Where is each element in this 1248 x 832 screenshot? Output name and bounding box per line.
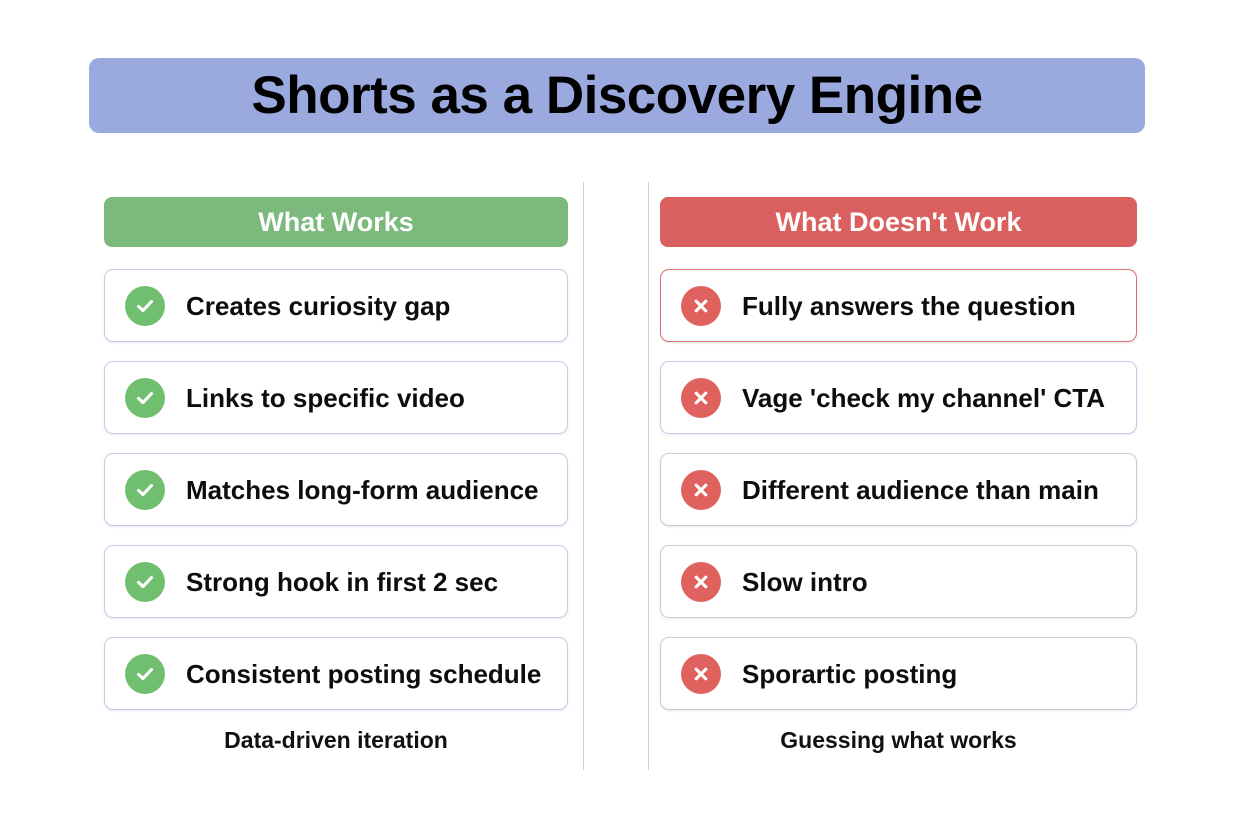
- column-divider-left: [583, 182, 585, 770]
- check-circle-icon: [125, 653, 165, 694]
- list-item-label: Links to specific video: [186, 382, 465, 413]
- item-list-what-works: Creates curiosity gap Links to specific …: [104, 269, 568, 710]
- list-item[interactable]: Fully answers the question: [660, 269, 1137, 342]
- list-item[interactable]: Links to specific video: [104, 361, 568, 434]
- list-item-label: Sporartic posting: [742, 658, 958, 689]
- check-circle-icon: [125, 469, 165, 510]
- check-circle-icon: [125, 561, 165, 602]
- list-item-label: Creates curiosity gap: [186, 290, 451, 321]
- cross-circle-icon: [681, 285, 721, 326]
- cross-circle-icon: [681, 653, 721, 694]
- list-item-label: Fully answers the question: [742, 290, 1076, 321]
- list-item[interactable]: Slow intro: [660, 545, 1137, 618]
- list-item-label: Strong hook in first 2 sec: [186, 566, 499, 597]
- column-header-what-doesnt-work: What Doesn't Work: [660, 197, 1137, 247]
- list-item-label: Consistent posting schedule: [186, 658, 542, 689]
- column-header-label: What Doesn't Work: [775, 206, 1022, 237]
- column-header-label: What Works: [258, 206, 414, 237]
- list-item[interactable]: Strong hook in first 2 sec: [104, 545, 568, 618]
- list-item[interactable]: Matches long-form audience: [104, 453, 568, 526]
- list-item-label: Slow intro: [742, 566, 868, 597]
- list-item-label: Vage 'check my channel' CTA: [742, 382, 1106, 413]
- column-footer-what-doesnt-work: Guessing what works: [780, 727, 1017, 753]
- cross-circle-icon: [681, 377, 721, 418]
- list-item[interactable]: Vage 'check my channel' CTA: [660, 361, 1137, 434]
- column-footer-what-works: Data-driven iteration: [224, 727, 448, 753]
- list-item[interactable]: Sporartic posting: [660, 637, 1137, 710]
- column-what-works: What Works Creates curiosity gap Links t…: [104, 197, 568, 752]
- column-header-what-works: What Works: [104, 197, 568, 247]
- list-item-label: Different audience than main: [742, 474, 1099, 505]
- item-list-what-doesnt-work: Fully answers the question Vage 'check m…: [660, 269, 1137, 710]
- list-item[interactable]: Different audience than main: [660, 453, 1137, 526]
- check-circle-icon: [125, 377, 165, 418]
- cross-circle-icon: [681, 561, 721, 602]
- column-what-doesnt-work: What Doesn't Work Fully answers the ques…: [660, 197, 1137, 752]
- list-item[interactable]: Consistent posting schedule: [104, 637, 568, 710]
- column-divider-right: [648, 182, 650, 770]
- page-title-banner: Shorts as a Discovery Engine: [89, 58, 1145, 133]
- cross-circle-icon: [681, 469, 721, 510]
- check-circle-icon: [125, 285, 165, 326]
- list-item[interactable]: Creates curiosity gap: [104, 269, 568, 342]
- page-title: Shorts as a Discovery Engine: [251, 66, 983, 125]
- list-item-label: Matches long-form audience: [186, 474, 539, 505]
